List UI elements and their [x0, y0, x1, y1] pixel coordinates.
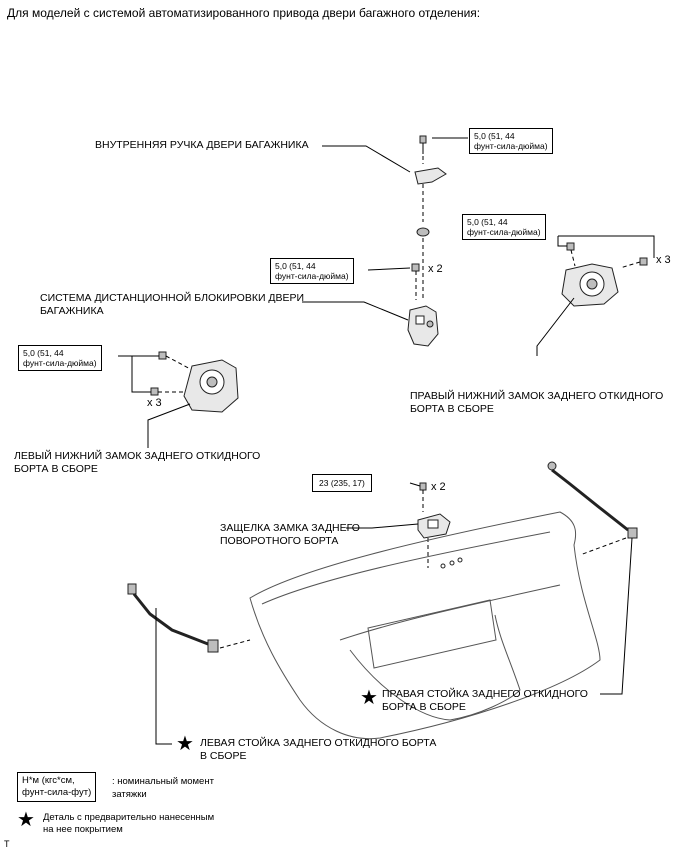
label-line: ПОВОРОТНОГО БОРТА — [220, 535, 339, 547]
label-line: ПРАВЫЙ НИЖНИЙ ЗАМОК ЗАДНЕГО ОТКИДНОГО — [410, 390, 664, 402]
legend-line: затяжки — [112, 789, 147, 800]
legend-star-desc: Деталь с предварительно нанесенным на не… — [43, 812, 214, 836]
multiplier-striker: x 2 — [431, 481, 446, 493]
label-inner-handle: ВНУТРЕННЯЯ РУЧКА ДВЕРИ БАГАЖНИКА — [95, 139, 309, 151]
right-stay-part — [547, 461, 638, 556]
torque-box-striker: 23 (235, 17) — [312, 474, 372, 492]
remote-lock-part — [407, 263, 439, 347]
inner-handle-part — [414, 135, 447, 300]
label-line: ПРАВАЯ СТОЙКА ЗАДНЕГО ОТКИДНОГО — [382, 688, 588, 700]
label-right-stay: ПРАВАЯ СТОЙКА ЗАДНЕГО ОТКИДНОГО БОРТА В … — [382, 688, 588, 714]
left-lock-part — [150, 351, 239, 413]
legend-torque-box: Н*м (кгс*см, фунт-сила-фут) — [17, 772, 97, 802]
legend-line: на нее покрытием — [43, 824, 123, 835]
torque-value: 5,0 (51, 44 — [467, 217, 508, 227]
multiplier-left-lock: x 3 — [147, 397, 162, 409]
torque-unit: фунт-сила-дюйма) — [275, 271, 349, 281]
torque-value: 5,0 (51, 44 — [23, 348, 64, 358]
torque-unit: фунт-сила-дюйма) — [23, 358, 97, 368]
page-header: Для моделей с системой автоматизированно… — [7, 6, 481, 20]
label-line: ЛЕВЫЙ НИЖНИЙ ЗАМОК ЗАДНЕГО ОТКИДНОГО — [14, 450, 261, 462]
label-striker: ЗАЩЕЛКА ЗАМКА ЗАДНЕГО ПОВОРОТНОГО БОРТА — [220, 522, 360, 548]
label-left-lock: ЛЕВЫЙ НИЖНИЙ ЗАМОК ЗАДНЕГО ОТКИДНОГО БОР… — [14, 450, 260, 476]
label-left-stay: ЛЕВАЯ СТОЙКА ЗАДНЕГО ОТКИДНОГО БОРТА В С… — [200, 737, 436, 763]
torque-box-left-lock: 5,0 (51, 44 фунт-сила-дюйма) — [18, 345, 102, 371]
footer-mark: T — [4, 839, 10, 849]
torque-unit: фунт-сила-дюйма) — [474, 141, 548, 151]
torque-box-right-lock: 5,0 (51, 44 фунт-сила-дюйма) — [462, 214, 546, 240]
label-line: БАГАЖНИКА — [40, 305, 104, 317]
legend-torque-desc: : номинальный момент затяжки — [112, 775, 214, 801]
label-line: В СБОРЕ — [200, 750, 247, 762]
multiplier-remote-lock: x 2 — [428, 263, 443, 275]
multiplier-right-lock: x 3 — [656, 254, 671, 266]
star-icon: ★ — [176, 733, 194, 755]
torque-unit: фунт-сила-дюйма) — [467, 227, 541, 237]
label-line: СИСТЕМА ДИСТАНЦИОННОЙ БЛОКИРОВКИ ДВЕРИ — [40, 292, 305, 304]
star-icon: ★ — [17, 809, 35, 831]
torque-value: 5,0 (51, 44 — [275, 261, 316, 271]
left-stay-part — [127, 583, 251, 653]
tailgate-part — [249, 511, 601, 740]
label-line: БОРТА В СБОРЕ — [382, 701, 466, 713]
legend-line: Деталь с предварительно нанесенным — [43, 812, 215, 823]
label-right-lock: ПРАВЫЙ НИЖНИЙ ЗАМОК ЗАДНЕГО ОТКИДНОГО БО… — [410, 390, 663, 416]
label-line: БОРТА В СБОРЕ — [14, 463, 98, 475]
star-icon: ★ — [360, 687, 378, 709]
torque-box-handle: 5,0 (51, 44 фунт-сила-дюйма) — [469, 128, 553, 154]
right-lock-part — [561, 242, 648, 307]
striker-part — [417, 482, 451, 568]
legend-line: Н*м (кгс*см, — [22, 775, 75, 786]
torque-value: 23 (235, 17) — [319, 478, 365, 488]
label-line: ЛЕВАЯ СТОЙКА ЗАДНЕГО ОТКИДНОГО БОРТА — [200, 737, 437, 749]
legend-line: фунт-сила-фут) — [22, 787, 92, 798]
label-remote-lock: СИСТЕМА ДИСТАНЦИОННОЙ БЛОКИРОВКИ ДВЕРИ Б… — [40, 292, 304, 318]
label-line: БОРТА В СБОРЕ — [410, 403, 494, 415]
label-line: ЗАЩЕЛКА ЗАМКА ЗАДНЕГО — [220, 522, 360, 534]
torque-value: 5,0 (51, 44 — [474, 131, 515, 141]
torque-box-remote-lock: 5,0 (51, 44 фунт-сила-дюйма) — [270, 258, 354, 284]
legend-line: : номинальный момент — [112, 776, 214, 787]
